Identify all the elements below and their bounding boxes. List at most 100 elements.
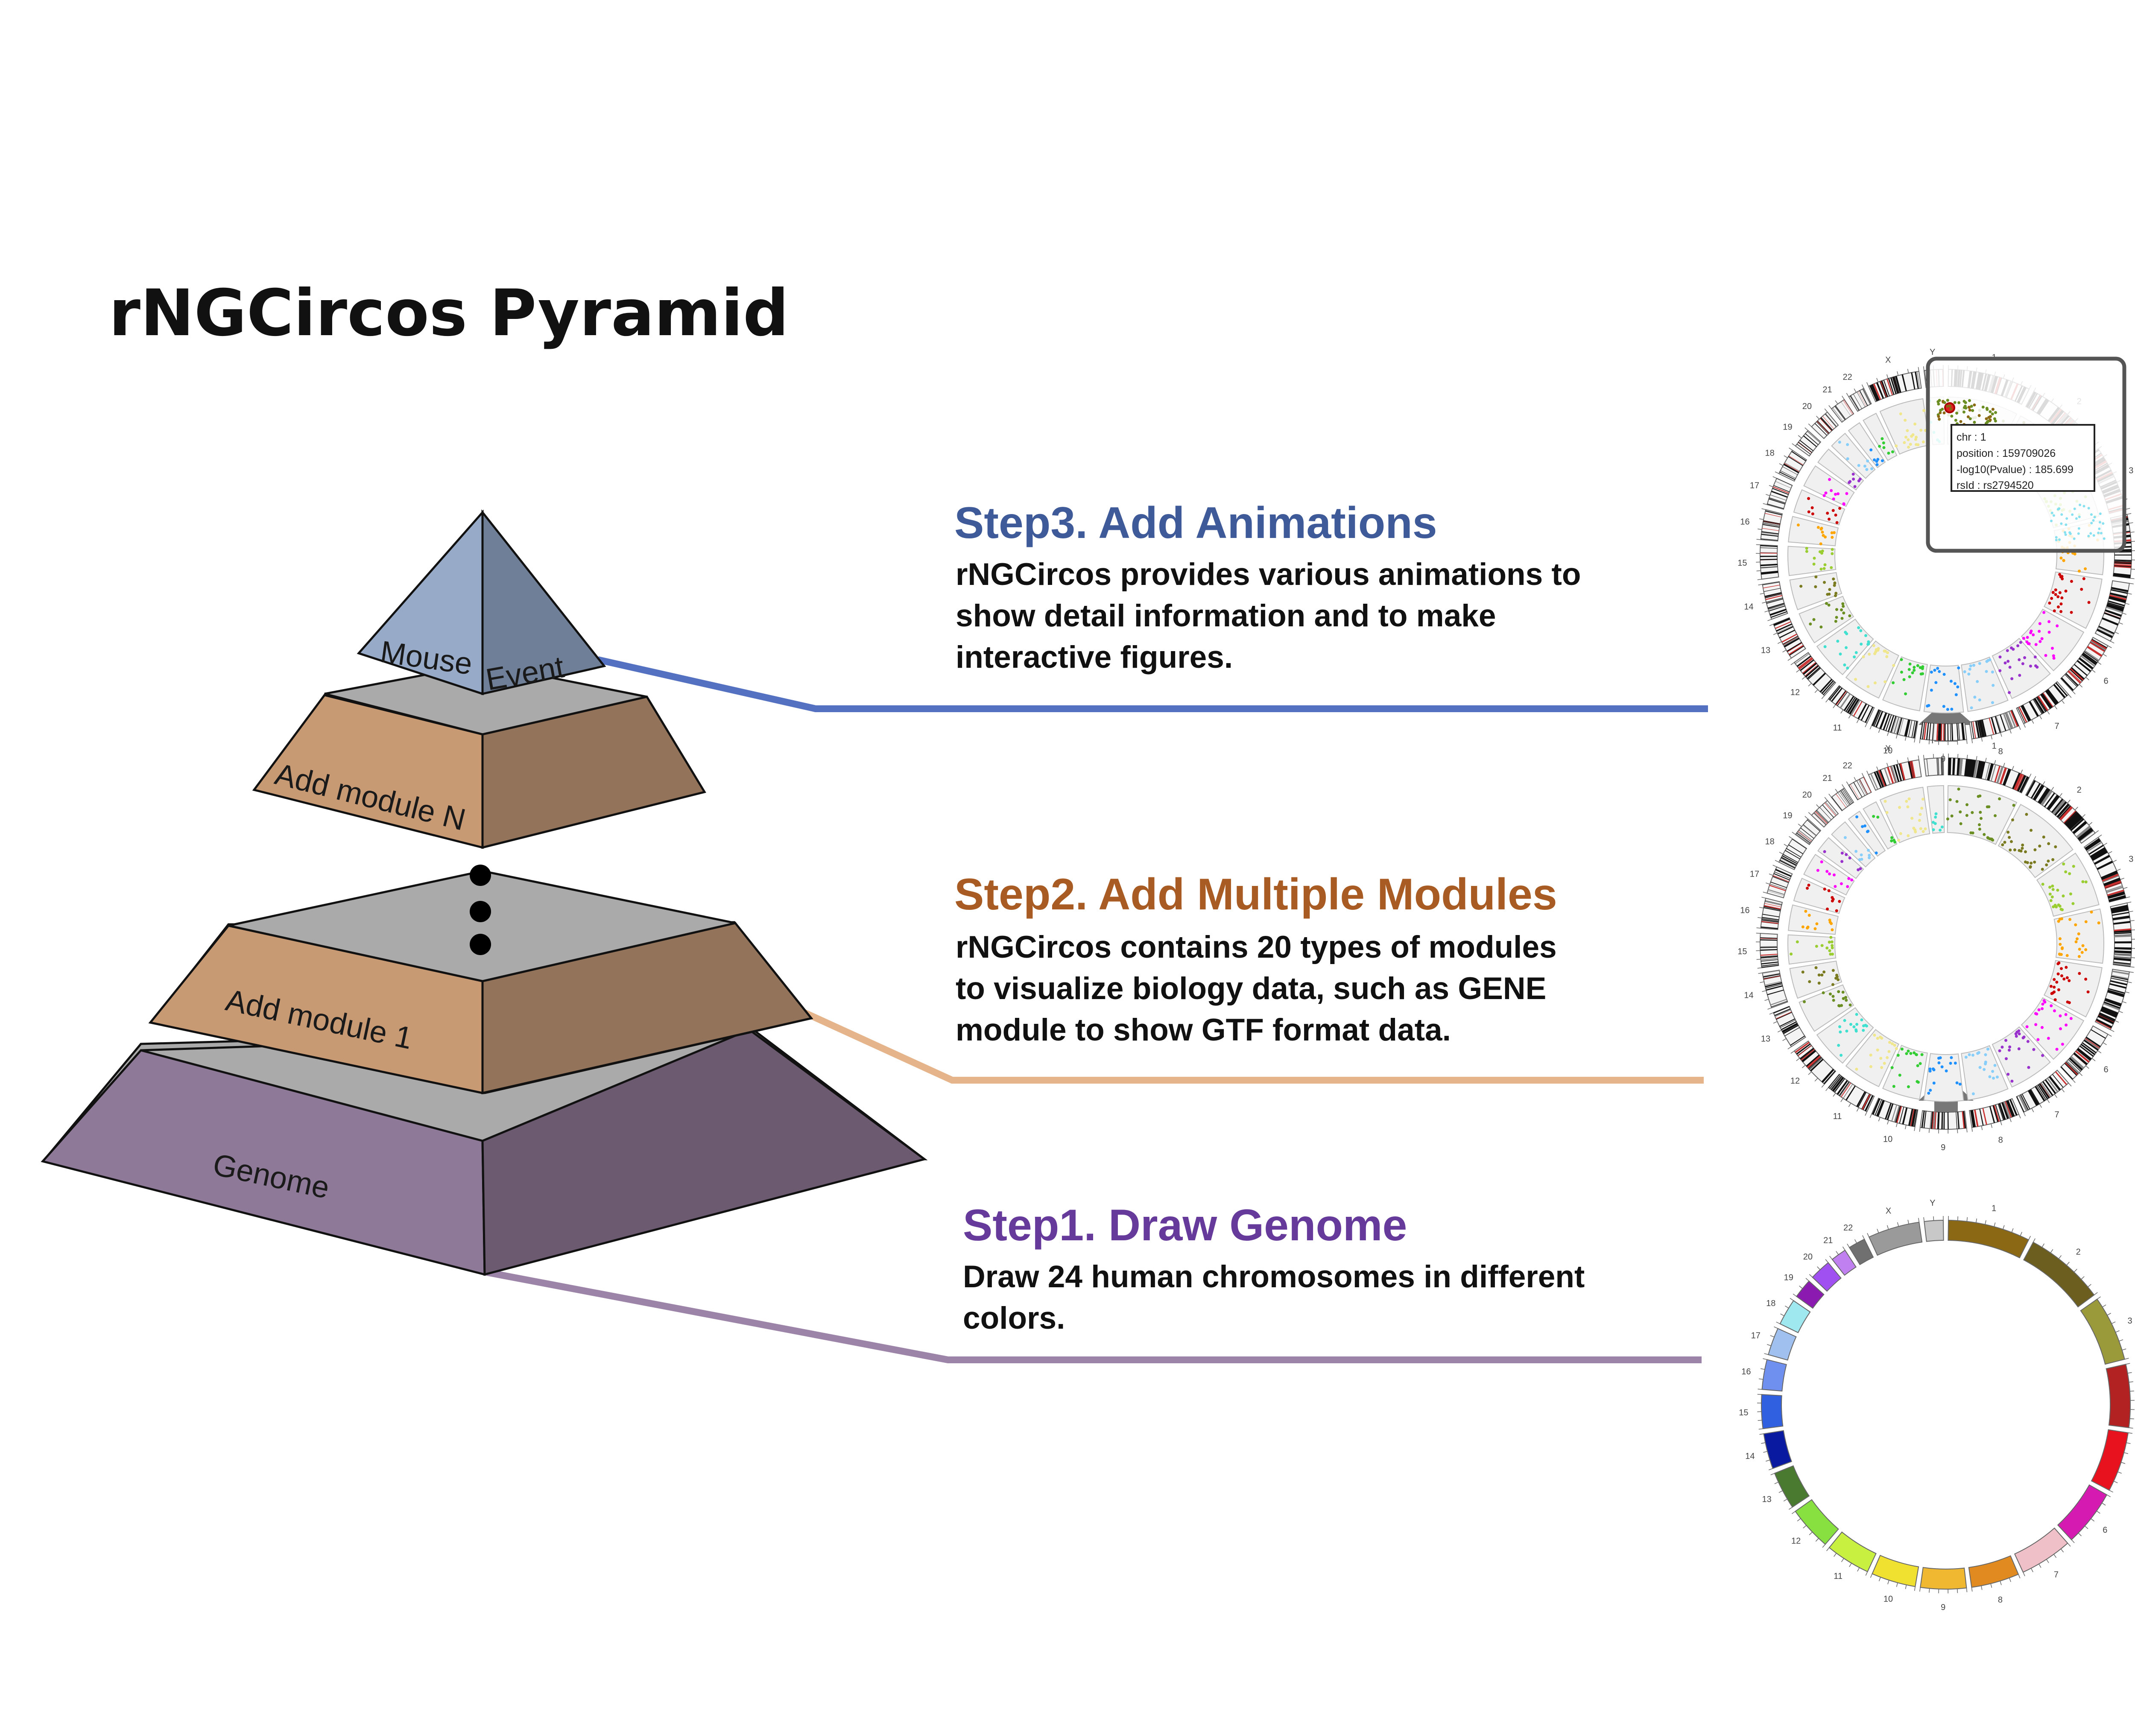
data-point[interactable] bbox=[1905, 1052, 1908, 1055]
data-point[interactable] bbox=[2025, 812, 2028, 816]
data-point[interactable] bbox=[2042, 611, 2046, 614]
data-point[interactable] bbox=[1860, 858, 1863, 861]
data-point[interactable] bbox=[2053, 990, 2056, 994]
data-point[interactable] bbox=[1916, 1081, 1920, 1084]
data-point[interactable] bbox=[2057, 988, 2060, 991]
data-point[interactable] bbox=[2056, 624, 2059, 628]
module-track-16[interactable] bbox=[1788, 516, 1839, 547]
data-point[interactable] bbox=[1831, 552, 1834, 555]
data-point[interactable] bbox=[1838, 507, 1842, 510]
module-track-20[interactable] bbox=[1831, 821, 1876, 868]
data-point[interactable] bbox=[1823, 887, 1826, 891]
data-point[interactable] bbox=[1907, 797, 1911, 801]
data-point[interactable] bbox=[2062, 559, 2065, 562]
data-point[interactable] bbox=[1991, 701, 1994, 704]
data-point[interactable] bbox=[2047, 1037, 2050, 1040]
data-point[interactable] bbox=[2075, 937, 2079, 941]
data-point[interactable] bbox=[1932, 828, 1935, 831]
data-point[interactable] bbox=[1858, 477, 1862, 481]
data-point[interactable] bbox=[1838, 1025, 1842, 1029]
chromosome-arc-Y[interactable] bbox=[1924, 1220, 1944, 1242]
inset-data-point[interactable] bbox=[1938, 399, 1941, 402]
data-point[interactable] bbox=[1875, 463, 1879, 466]
inset-data-point[interactable] bbox=[1966, 415, 1970, 418]
data-point[interactable] bbox=[2034, 643, 2038, 646]
data-point[interactable] bbox=[2055, 905, 2058, 909]
data-point[interactable] bbox=[1908, 675, 1911, 678]
data-point[interactable] bbox=[2017, 1047, 2021, 1050]
data-point[interactable] bbox=[2073, 552, 2077, 555]
chromosome-arc-20[interactable] bbox=[1811, 800, 1839, 828]
data-point[interactable] bbox=[1950, 707, 1954, 711]
data-point[interactable] bbox=[1971, 1053, 1974, 1057]
data-point[interactable] bbox=[1831, 969, 1835, 972]
inset-data-point[interactable] bbox=[1973, 403, 1976, 406]
data-point[interactable] bbox=[2074, 940, 2078, 944]
data-point[interactable] bbox=[1900, 1047, 1904, 1051]
data-point[interactable] bbox=[1810, 506, 1814, 509]
data-point[interactable] bbox=[1823, 563, 1827, 567]
inset-data-point[interactable] bbox=[1977, 414, 1981, 417]
data-point[interactable] bbox=[1867, 848, 1870, 852]
module-track-17[interactable] bbox=[1793, 489, 1845, 526]
data-point[interactable] bbox=[1950, 1056, 1953, 1059]
data-point[interactable] bbox=[2086, 990, 2090, 994]
data-point[interactable] bbox=[2001, 843, 2004, 847]
data-point[interactable] bbox=[2059, 602, 2063, 606]
data-point[interactable] bbox=[2047, 842, 2050, 845]
data-point[interactable] bbox=[1841, 991, 1845, 994]
data-point[interactable] bbox=[1995, 1076, 1999, 1079]
data-point[interactable] bbox=[1971, 1092, 1975, 1096]
inset-data-point[interactable] bbox=[2069, 532, 2072, 535]
data-point[interactable] bbox=[1913, 666, 1916, 669]
module-track-8[interactable] bbox=[1961, 1045, 2009, 1101]
data-point[interactable] bbox=[1859, 867, 1862, 871]
data-point[interactable] bbox=[2071, 902, 2075, 905]
data-point[interactable] bbox=[1845, 646, 1848, 649]
module-track-11[interactable] bbox=[1845, 640, 1899, 699]
data-point[interactable] bbox=[2041, 1026, 2044, 1029]
data-point[interactable] bbox=[1956, 685, 1960, 689]
chromosome-arc-17[interactable] bbox=[1767, 1328, 1797, 1361]
data-point[interactable] bbox=[1991, 1070, 1995, 1073]
data-point[interactable] bbox=[1837, 978, 1840, 982]
chromosome-arc-1[interactable] bbox=[1948, 1220, 2030, 1259]
inset-data-point[interactable] bbox=[2079, 503, 2082, 506]
data-point[interactable] bbox=[2084, 880, 2088, 884]
data-point[interactable] bbox=[1831, 946, 1834, 950]
data-point[interactable] bbox=[2032, 633, 2035, 637]
inset-data-point[interactable] bbox=[1955, 412, 1959, 415]
module-track-22[interactable] bbox=[1863, 801, 1898, 850]
data-point[interactable] bbox=[2051, 888, 2055, 891]
data-point[interactable] bbox=[1883, 649, 1887, 653]
data-point[interactable] bbox=[1986, 1047, 1990, 1051]
data-point[interactable] bbox=[1840, 851, 1844, 855]
data-point[interactable] bbox=[2062, 862, 2065, 866]
inset-data-point[interactable] bbox=[1968, 399, 1971, 402]
data-point[interactable] bbox=[1844, 631, 1847, 634]
data-point[interactable] bbox=[1846, 885, 1849, 888]
inset-data-point[interactable] bbox=[1991, 408, 1995, 411]
data-point[interactable] bbox=[1913, 669, 1916, 672]
data-point[interactable] bbox=[2064, 1013, 2068, 1016]
data-point[interactable] bbox=[1814, 966, 1818, 970]
data-point[interactable] bbox=[1963, 670, 1966, 673]
data-point[interactable] bbox=[1900, 670, 1903, 674]
chromosome-arc-21[interactable] bbox=[1831, 399, 1854, 423]
data-point[interactable] bbox=[1840, 1004, 1843, 1007]
data-point[interactable] bbox=[2037, 1008, 2041, 1011]
data-point[interactable] bbox=[1842, 605, 1845, 608]
data-point[interactable] bbox=[1834, 594, 1837, 597]
data-point[interactable] bbox=[1888, 1040, 1891, 1044]
inset-data-point[interactable] bbox=[2092, 519, 2095, 522]
chromosome-arc-10[interactable] bbox=[1872, 1555, 1919, 1587]
data-point[interactable] bbox=[2019, 641, 2022, 644]
data-point[interactable] bbox=[1904, 418, 1907, 422]
data-point[interactable] bbox=[1828, 949, 1831, 953]
data-point[interactable] bbox=[1834, 513, 1837, 517]
data-point[interactable] bbox=[1807, 914, 1811, 917]
data-point[interactable] bbox=[1804, 909, 1807, 913]
data-point[interactable] bbox=[1869, 1065, 1872, 1068]
inset-data-point[interactable] bbox=[1959, 420, 1962, 423]
data-point[interactable] bbox=[2014, 1032, 2018, 1035]
